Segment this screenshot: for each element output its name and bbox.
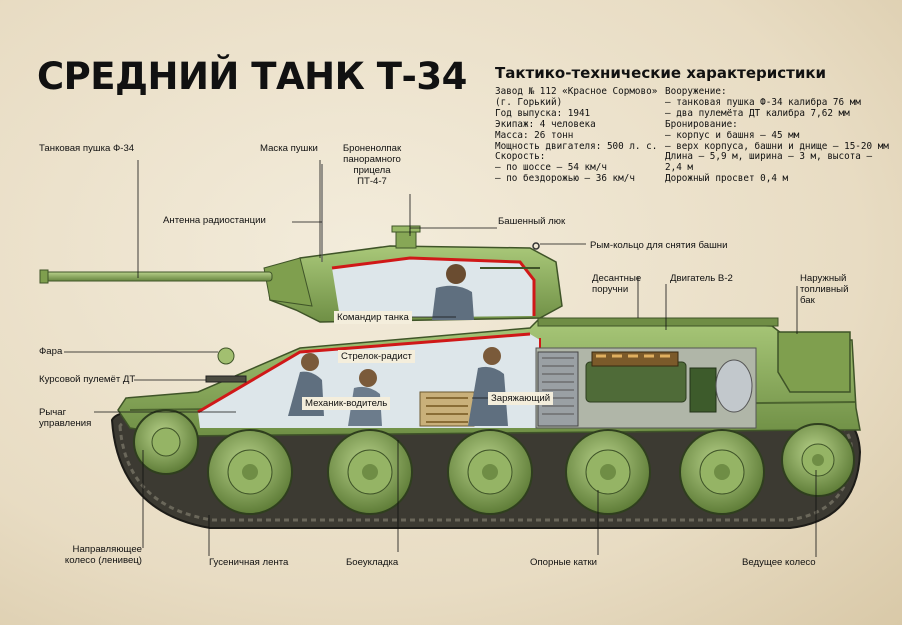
ammo-rack [419,391,475,427]
idler-wheel [133,409,199,475]
spec-line: – по шоссе – 54 км/ч [495,162,607,174]
spec-line: Дорожный просвет 0,4 м [665,173,789,185]
spec-line: Вооружение: [665,86,727,97]
label-levers: Рычаг управления [39,407,91,429]
spec-line: Длина – 5,9 м, ширина – 3 м, высота – [665,151,873,163]
spec-line: – верх корпуса, башни и днище – 15-20 мм [665,140,889,152]
spec-line: – танковая пушка Ф-34 калибра 76 мм [665,96,861,108]
label-gun: Танковая пушка Ф-34 [39,143,135,154]
label-drive-wheel: Ведущее колесо [742,557,816,568]
label-ring: Рым-кольцо для снятия башни [590,240,728,251]
label-fuel-tank-line: бак [800,295,815,306]
spec-line: – корпус и башня – 45 мм [665,129,800,141]
spec-line: 2,4 м [665,162,693,174]
engine [585,351,753,413]
gun-barrel [39,269,273,284]
label-mantlet: Маска пушки [260,143,318,154]
label-periscope-line: Броненолпак [342,143,402,154]
spec-line: – два пулемёта ДТ калибра 7,62 мм [665,107,850,119]
spec-line: (г. Горький) [495,96,563,108]
label-periscope-line: ПТ-4-7 [357,176,387,187]
drive-wheel [781,423,855,497]
spec-line: Скорость: [495,151,546,163]
spec-line: – по бездорожью – 36 км/ч [495,173,635,185]
label-fuel-tank-line: Наружный [800,273,847,284]
label-track: Гусеничная лента [209,557,289,568]
road-wheels [207,429,765,515]
spec-line: Мощность двигателя: 500 л. с. [495,140,658,152]
label-handrails-line: поручни [592,284,629,295]
label-driver: Механик-водитель [302,397,391,410]
label-handrails-line: Десантные [592,273,642,284]
spec-line: Год выпуска: 1941 [495,107,591,119]
hull-interior [197,332,757,429]
bow-machine-gun [205,375,247,383]
label-idler-line: Направляющее [72,544,142,555]
label-ammo: Боеукладка [346,557,399,568]
specs-left-column: Завод № 112 «Красное Сормово» (г. Горьки… [495,86,658,185]
radiator [537,351,579,427]
label-idler-line: колесо (ленивец) [64,555,142,566]
page-title: СРЕДНИЙ ТАНК Т-34 [37,55,467,98]
commander-figure [432,264,474,320]
label-fuel-tank-line: топливный [800,284,849,295]
label-bow-mg: Курсовой пулемёт ДТ [39,374,136,385]
label-hatch: Башенный люк [498,216,566,227]
label-periscope-line: прицела [353,165,391,176]
label-periscope-line: панорамного [343,154,401,165]
spec-line: Бронирование: [665,118,738,130]
spec-line: Экипаж: 4 человека [495,118,596,130]
turret [263,225,563,323]
label-periscope: Броненолпак панорамного прицела ПТ-4-7 [334,143,410,187]
label-levers-line: управления [39,418,92,429]
label-engine: Двигатель В-2 [670,273,733,284]
spec-line: Масса: 26 тонн [495,129,574,141]
label-road-wheels: Опорные катки [530,557,598,568]
specs-title: Тактико-технические характеристики [495,64,827,82]
spec-line: Завод № 112 «Красное Сормово» [495,86,658,97]
label-antenna: Антенна радиостанции [163,215,266,226]
label-headlight: Фара [39,346,63,357]
leader-lines [64,160,817,557]
label-handrails: Десантные поручни [592,273,641,295]
label-idler: Направляющее колесо (ленивец) [40,544,142,566]
label-commander: Командир танка [334,311,412,324]
label-radio-gunner: Стрелок-радист [338,350,415,363]
specs-right-column: Вооружение: – танковая пушка Ф-34 калибр… [665,86,889,185]
label-levers-line: Рычаг [39,407,67,418]
label-loader: Заряжающий [488,392,554,405]
headlight [217,347,235,365]
label-fuel-tank: Наружный топливный бак [800,273,848,306]
